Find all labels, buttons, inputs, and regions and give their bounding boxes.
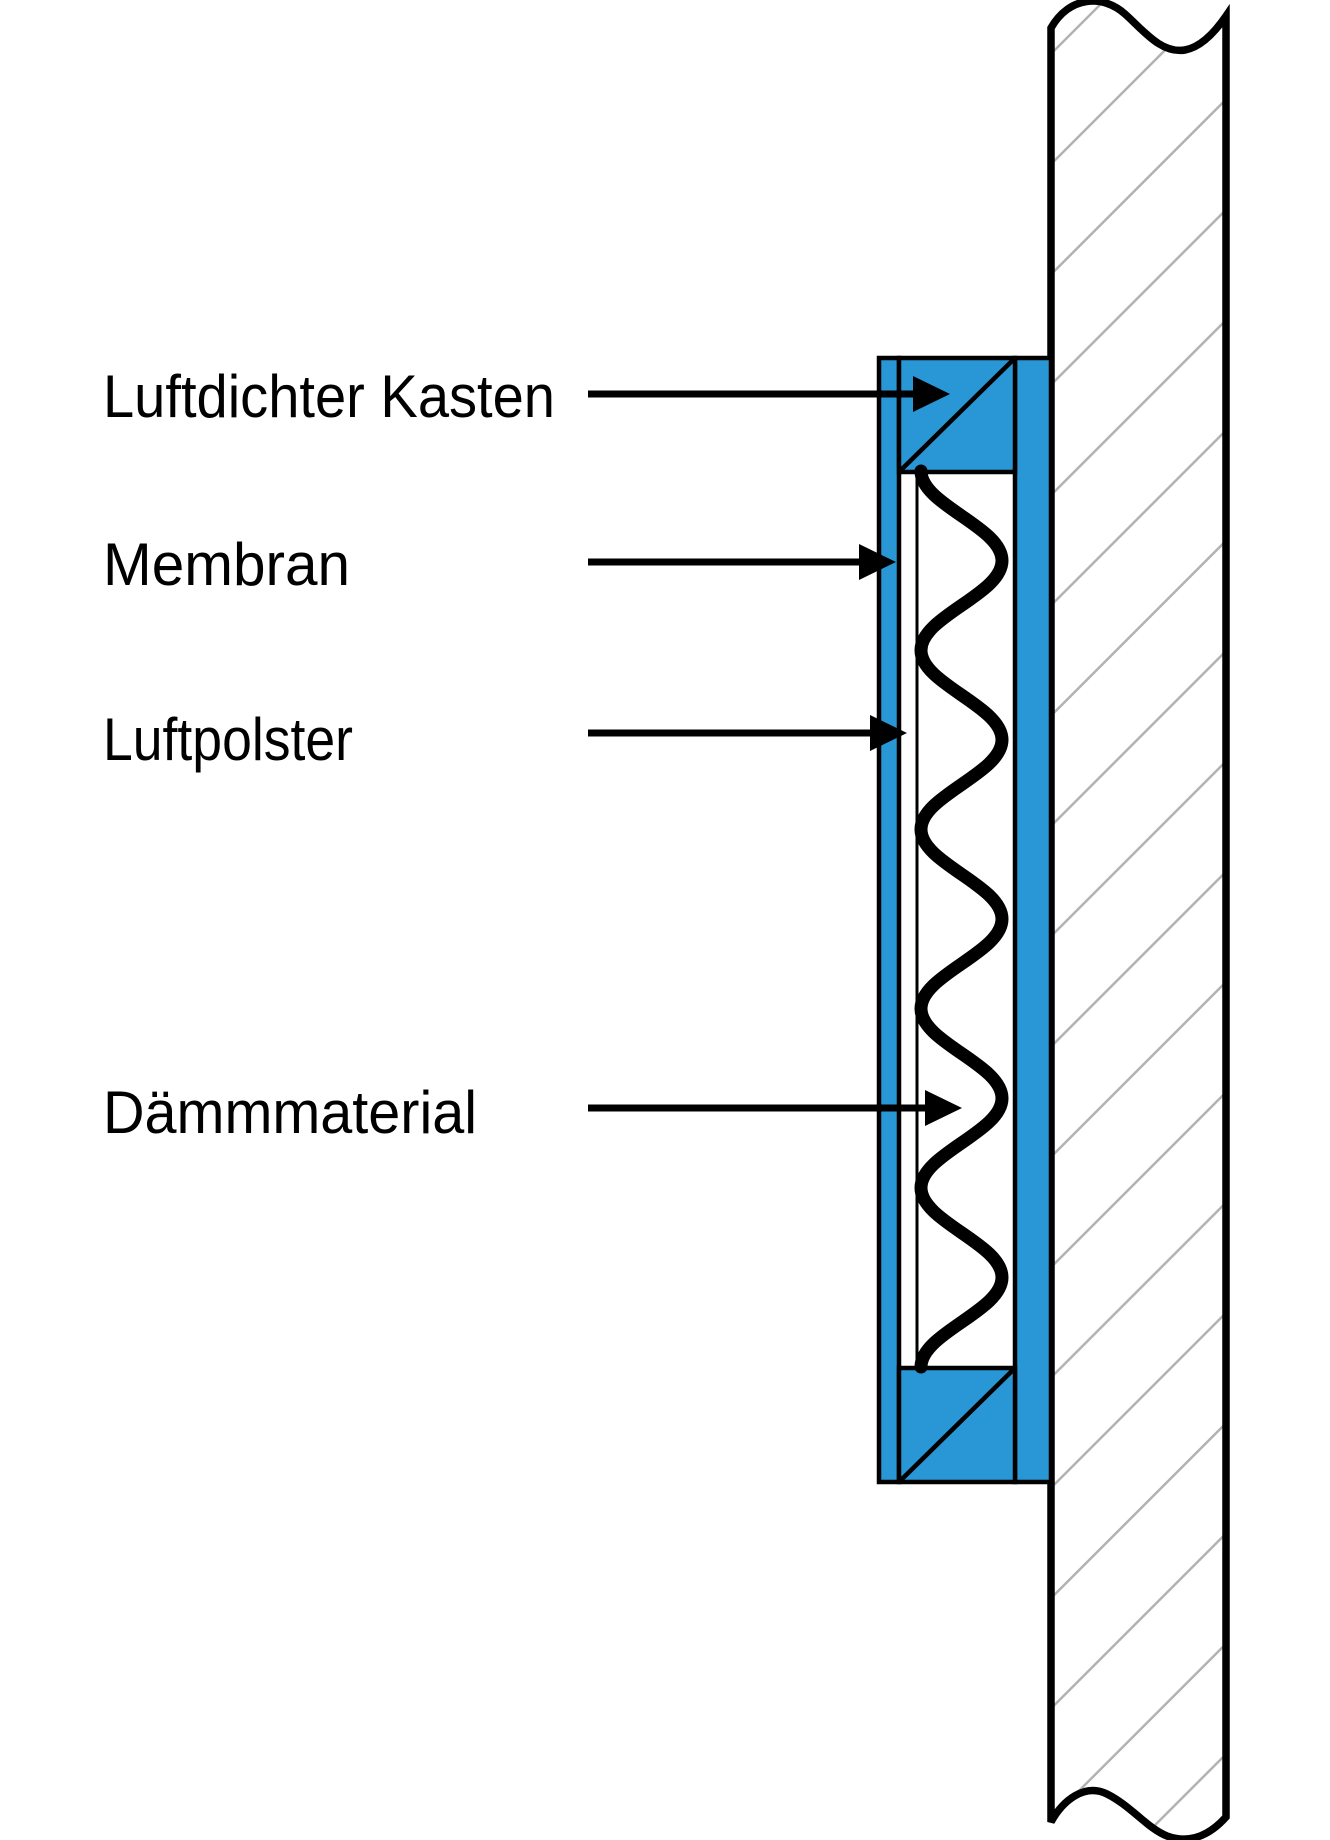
arrowhead-icon <box>859 544 896 580</box>
arrow-daemmmaterial <box>588 1090 962 1126</box>
leader-arrows <box>588 376 962 1126</box>
arrow-membran <box>588 544 896 580</box>
box-back-panel <box>1012 355 1054 1485</box>
airtight-box-assembly <box>876 355 1054 1485</box>
labels: Luftdichter Kasten Membran Luftpolster D… <box>103 363 555 1146</box>
box-top-batten-diagonal <box>898 357 1016 473</box>
label-luftpolster: Luftpolster <box>103 706 353 773</box>
arrowhead-icon <box>870 715 907 751</box>
arrowhead-icon <box>925 1090 962 1126</box>
label-daemmmaterial: Dämmmaterial <box>103 1079 477 1146</box>
membrane-panel <box>876 355 902 1485</box>
box-bottom-batten <box>896 1365 1018 1485</box>
insulation-wave <box>914 464 1009 1374</box>
box-top-batten <box>896 355 1018 475</box>
wall-hatching <box>1047 0 1230 1840</box>
label-luftdichter-kasten: Luftdichter Kasten <box>103 363 555 430</box>
wall-cross-section <box>1047 0 1230 1840</box>
arrowhead-icon <box>913 376 950 412</box>
label-membran: Membran <box>103 531 350 598</box>
arrow-luftdichter-kasten <box>588 376 950 412</box>
arrow-luftpolster <box>588 715 907 751</box>
box-bottom-batten-diagonal <box>898 1367 1016 1483</box>
